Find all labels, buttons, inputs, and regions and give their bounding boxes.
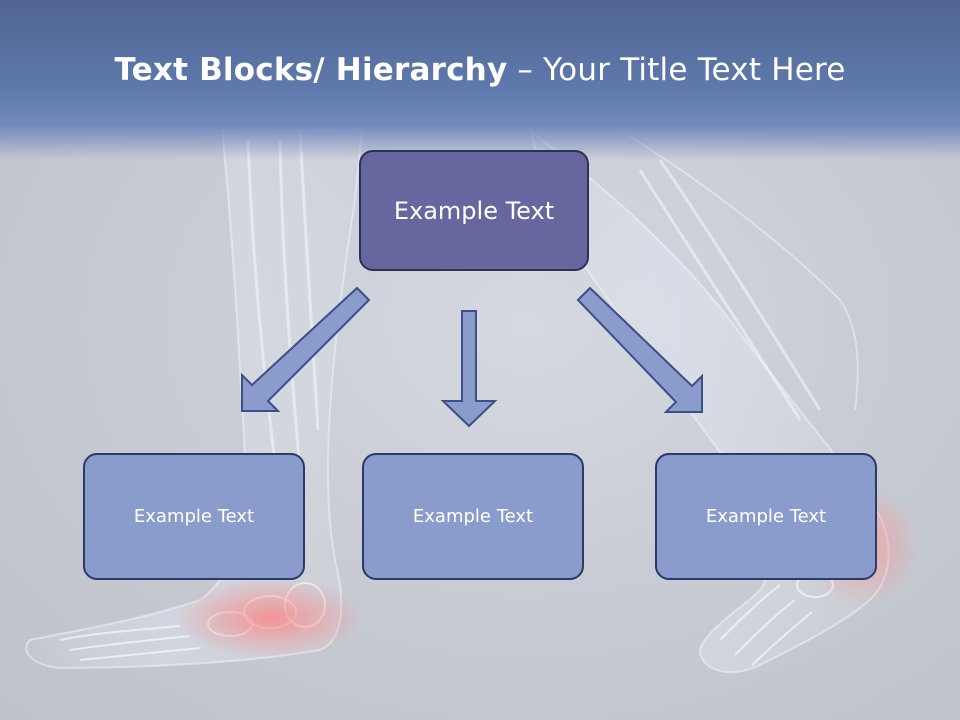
title-rest-text: – Your Title Text Here	[507, 52, 846, 88]
arrow-down-icon	[440, 310, 498, 428]
child-text-block-left[interactable]: Example Text	[83, 453, 305, 580]
child-text-block-label: Example Text	[412, 506, 534, 527]
child-text-block-right[interactable]: Example Text	[655, 453, 877, 580]
header-band	[0, 0, 960, 160]
top-text-block-label: Example Text	[393, 196, 555, 225]
title-bold-text: Text Blocks/ Hierarchy	[114, 52, 508, 88]
top-text-block[interactable]: Example Text	[359, 150, 589, 271]
child-text-block-label: Example Text	[705, 506, 827, 527]
arrow-down-right-icon	[576, 286, 703, 413]
page-title: Text Blocks/ Hierarchy – Your Title Text…	[0, 52, 960, 88]
arrow-down-left-icon	[241, 286, 371, 412]
child-text-block-center[interactable]: Example Text	[362, 453, 584, 580]
child-text-block-label: Example Text	[133, 506, 255, 527]
